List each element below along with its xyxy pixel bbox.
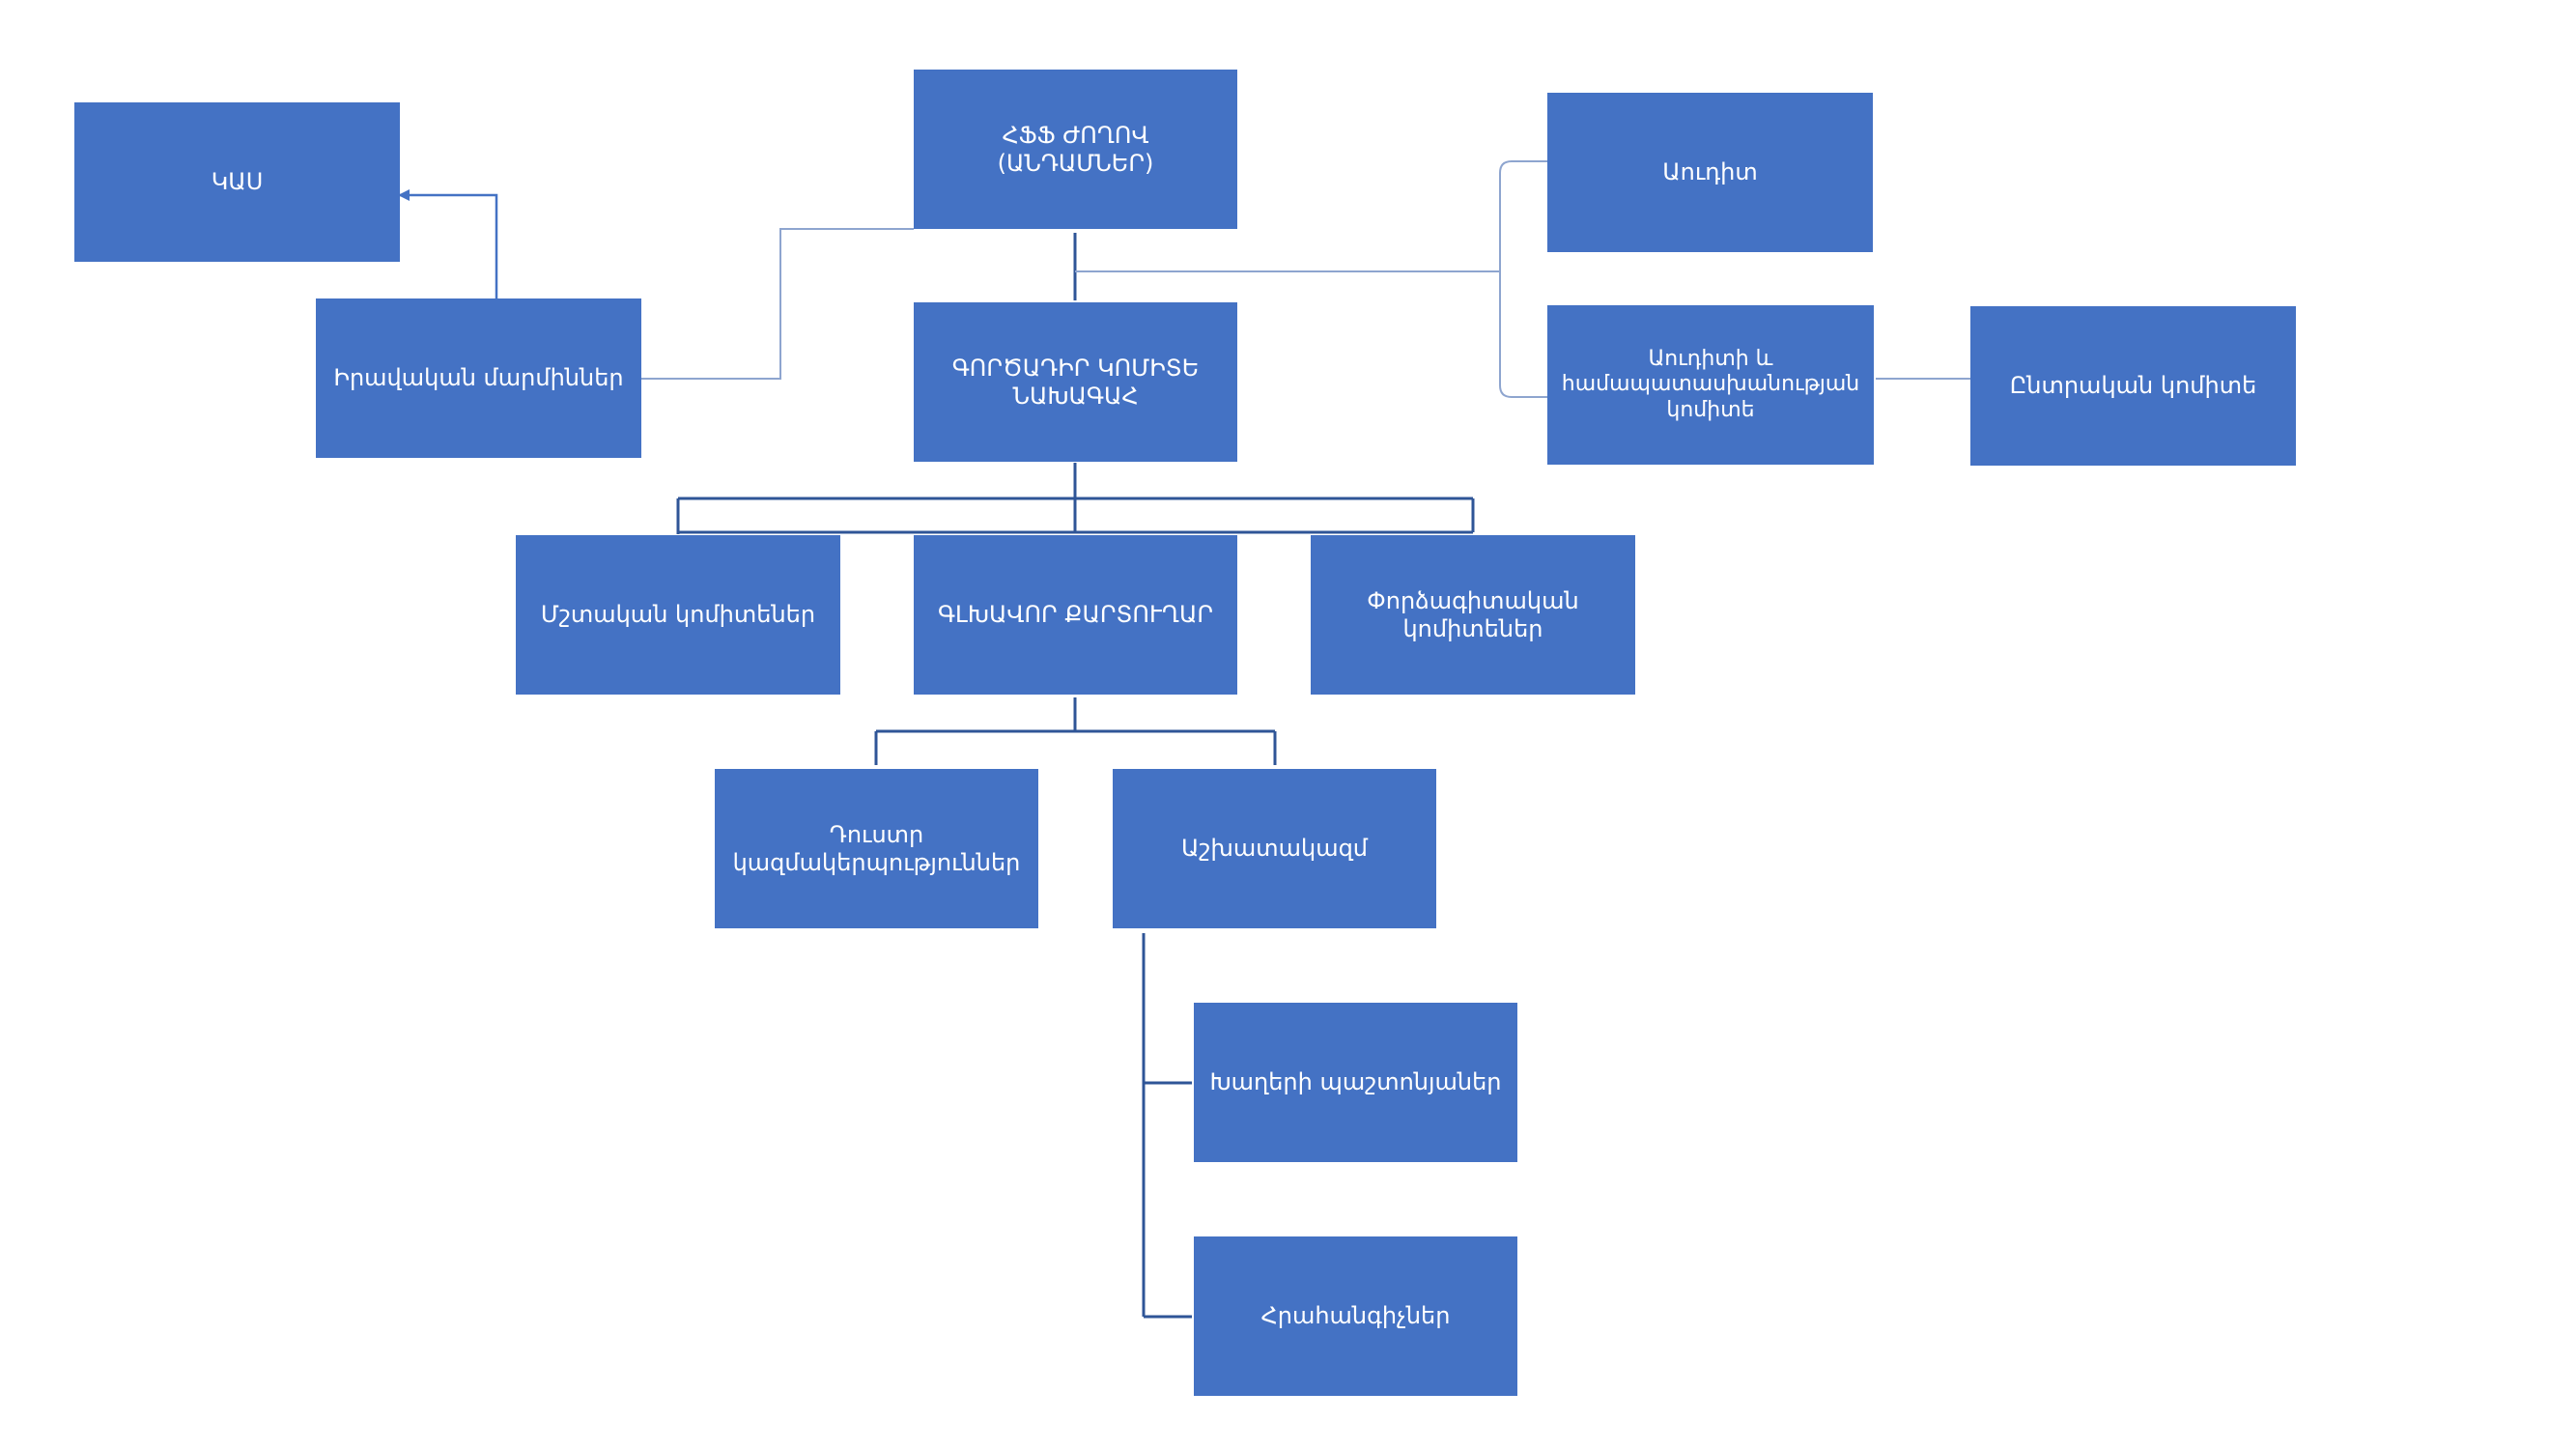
general-secretariat-label: ԳԼԽԱՎՈՐ ՔԱՐՏՈՒՂԱՐ: [937, 601, 1214, 629]
kas-label: ԿԱՍ: [211, 168, 264, 196]
match-officials-box: Խաղերի պաշտոնյաներ: [1194, 1003, 1517, 1162]
secretariat-to-level4-connector: [874, 697, 1277, 765]
expert-committees-label: Փորձագիտական կոմիտեներ: [1367, 586, 1579, 642]
general-assembly-label: ՀՖՖ ԺՈՂՈՎ (ԱՆԴԱՄՆԵՐ): [997, 121, 1154, 177]
coaches-box: Հրահանգիչներ: [1194, 1236, 1517, 1396]
executive-to-level3-bar: [678, 466, 1473, 500]
audit-box: Աուդիտ: [1547, 93, 1873, 252]
legal-to-assembly-connector: [641, 228, 914, 380]
staff-to-subordinates-connector: [1142, 933, 1192, 1319]
legal-to-kas-arrow: [398, 189, 498, 298]
expert-committees-box: Փորձագիտական կոմիտեներ: [1311, 535, 1635, 695]
match-officials-label: Խաղերի պաշտոնյաներ: [1209, 1068, 1502, 1096]
general-assembly-box: ՀՖՖ ԺՈՂՈՎ (ԱՆԴԱՄՆԵՐ): [914, 70, 1237, 229]
executive-committee-box: ԳՈՐԾԱԴԻՐ ԿՈՄԻՏԵ ՆԱԽԱԳԱՀ: [914, 302, 1237, 462]
staff-label: Աշխատակազմ: [1180, 835, 1369, 863]
standing-committees-box: Մշտական կոմիտեներ: [516, 535, 840, 695]
executive-committee-label: ԳՈՐԾԱԴԻՐ ԿՈՄԻՏԵ ՆԱԽԱԳԱՀ: [951, 354, 1200, 410]
legal-bodies-box: Իրավական մարմիններ: [316, 298, 641, 458]
general-secretariat-box: ԳԼԽԱՎՈՐ ՔԱՐՏՈՒՂԱՐ: [914, 535, 1237, 695]
staff-box: Աշխատակազմ: [1113, 769, 1436, 928]
subsidiaries-label: Դուստր կազմակերպություններ: [732, 820, 1021, 876]
audit-compliance-committee-label: Աուդիտի և համապատասխանության կոմիտե: [1561, 346, 1860, 422]
coaches-label: Հրահանգիչներ: [1260, 1302, 1451, 1330]
electoral-committee-label: Ընտրական կոմիտե: [2009, 372, 2257, 400]
legal-bodies-label: Իրավական մարմիններ: [333, 364, 624, 392]
electoral-committee-box: Ընտրական կոմիտե: [1970, 306, 2296, 466]
audit-compliance-committee-box: Աուդիտի և համապատասխանության կոմիտե: [1547, 305, 1874, 465]
audit-bracket: [1499, 160, 1547, 398]
audit-label: Աուդիտ: [1662, 158, 1758, 186]
subsidiaries-box: Դուստր կազմակերպություններ: [715, 769, 1038, 928]
standing-committees-label: Մշտական կոմիտեներ: [540, 601, 816, 629]
kas-box: ԿԱՍ: [74, 102, 400, 262]
